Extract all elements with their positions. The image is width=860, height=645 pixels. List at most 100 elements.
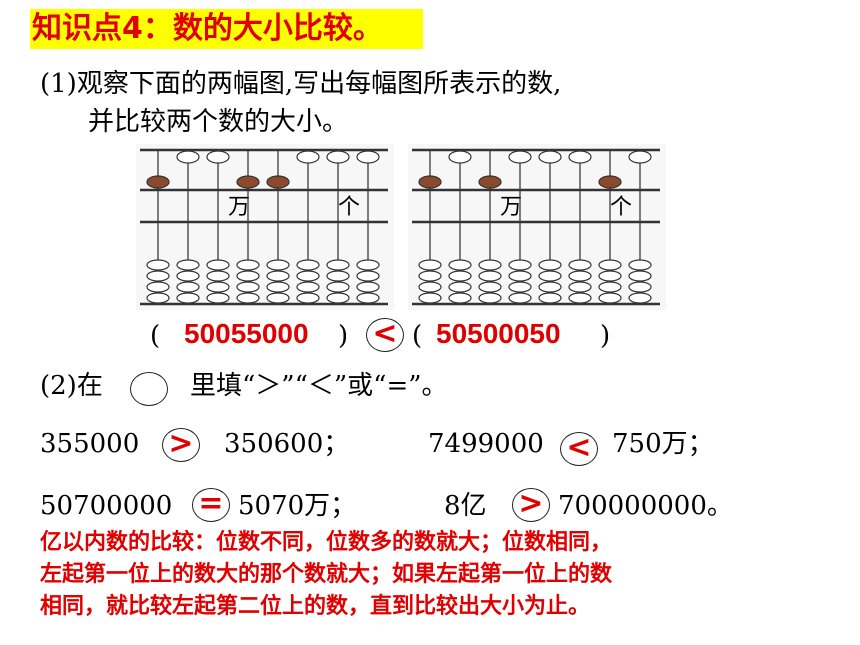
abacus-lower-bead (478, 270, 502, 282)
abacus-upper-bead (508, 150, 532, 164)
q2-item2-circle: < (560, 430, 598, 466)
abacus-lower-bead (266, 270, 290, 282)
abacus-lower-bead (538, 259, 562, 271)
abacus-lower-bead (356, 259, 380, 271)
q2-prompt-prefix: (2)在 (40, 371, 103, 401)
abacus-left-wan-label: 万 (228, 195, 250, 220)
abacus-left: 万 个 (136, 144, 394, 310)
q2-item3-symbol: = (198, 486, 224, 521)
q2-item3-circle: = (192, 486, 230, 522)
abacus-lower-bead (326, 292, 350, 304)
abacus-lower-bead (206, 292, 230, 304)
abacus-lower-bead (146, 292, 170, 304)
q2-item2-symbol: < (566, 430, 592, 465)
abacus-lower-bead (628, 281, 652, 293)
abacus-lower-bead (146, 270, 170, 282)
abacus-lower-bead (296, 281, 320, 293)
abacus-upper-bead-counted (266, 175, 290, 189)
q2-item1-symbol: > (168, 426, 194, 461)
q2-item4-left: 8亿 (444, 491, 487, 521)
abacus-lower-bead (236, 292, 260, 304)
abacus-lower-bead (448, 292, 472, 304)
abacus-lower-bead (266, 281, 290, 293)
abacus-lower-bead (418, 270, 442, 282)
abacus-lower-bead (538, 270, 562, 282)
q2-item4-symbol: > (518, 486, 544, 521)
abacus-right-ge-label: 个 (610, 195, 632, 220)
abacus-lower-bead (206, 270, 230, 282)
abacus-lower-bead (508, 270, 532, 282)
abacus-lower-bead (478, 259, 502, 271)
abacus-lower-bead (448, 270, 472, 282)
abacus-lower-bead (448, 259, 472, 271)
q2-prompt-suffix: 里填“＞”“＜”或“=”。 (190, 371, 448, 401)
abacus-upper-bead (538, 150, 562, 164)
abacus-lower-bead (538, 292, 562, 304)
abacus-lower-bead (326, 270, 350, 282)
abacus-lower-bead (628, 270, 652, 282)
abacus-lower-bead (236, 259, 260, 271)
abacus-upper-bead (628, 150, 652, 164)
q2-item4-circle: > (512, 486, 550, 522)
abacus-upper-bead-counted (236, 175, 260, 189)
abacus-upper-bead (176, 150, 200, 164)
abacus-lower-bead (296, 292, 320, 304)
q2-item2-right: 750万； (612, 429, 714, 459)
abacus-lower-bead (206, 281, 230, 293)
abacus-lower-bead (418, 292, 442, 304)
abacus-lower-bead (236, 270, 260, 282)
abacus-lower-bead (508, 281, 532, 293)
abacus-lower-bead (206, 259, 230, 271)
abacus-lower-bead (598, 270, 622, 282)
q1-open-paren-right: ( (412, 321, 423, 351)
q2-prompt-circle (130, 372, 168, 406)
q1-close-paren-right: ) (600, 321, 611, 351)
abacus-lower-bead (478, 281, 502, 293)
q2-item1-circle: > (162, 426, 200, 462)
q1-close-paren-left: ) (338, 321, 349, 351)
abacus-lower-bead (418, 259, 442, 271)
abacus-lower-bead (146, 281, 170, 293)
abacus-lower-bead (598, 259, 622, 271)
q1-answer-left: 50055000 (184, 318, 309, 349)
abacus-upper-bead (206, 150, 230, 164)
q1-line1: (1)观察下面的两幅图,写出每幅图所表示的数, (40, 69, 562, 99)
abacus-lower-bead (568, 281, 592, 293)
abacus-lower-bead (598, 281, 622, 293)
abacus-upper-bead-counted (478, 175, 502, 189)
abacus-lower-bead (356, 281, 380, 293)
abacus-lower-bead (266, 259, 290, 271)
abacus-lower-bead (598, 292, 622, 304)
abacus-upper-bead (296, 150, 320, 164)
section-title: 知识点4：数的大小比较。 (30, 9, 423, 49)
abacus-lower-bead (176, 292, 200, 304)
abacus-lower-bead (296, 259, 320, 271)
abacus-lower-bead (356, 270, 380, 282)
abacus-lower-bead (176, 259, 200, 271)
abacus-upper-bead-counted (146, 175, 170, 189)
abacus-lower-bead (508, 292, 532, 304)
abacus-upper-bead-counted (598, 175, 622, 189)
q2-item1-right: 350600； (224, 429, 350, 459)
abacus-lower-bead (266, 292, 290, 304)
q2-item4-right: 700000000。 (558, 491, 733, 521)
abacus-lower-bead (418, 281, 442, 293)
abacus-lower-bead (628, 292, 652, 304)
q1-open-paren-left: ( (150, 321, 161, 351)
abacus-lower-bead (326, 281, 350, 293)
abacus-lower-bead (448, 281, 472, 293)
q1-answer-right: 50500050 (436, 318, 561, 349)
abacus-lower-bead (628, 259, 652, 271)
abacus-lower-bead (568, 259, 592, 271)
abacus-lower-bead (568, 292, 592, 304)
abacus-lower-bead (478, 292, 502, 304)
abacus-upper-bead-counted (418, 175, 442, 189)
abacus-lower-bead (296, 270, 320, 282)
abacus-upper-bead (568, 150, 592, 164)
abacus-lower-bead (508, 259, 532, 271)
abacus-upper-bead (326, 150, 350, 164)
abacus-left-ge-label: 个 (338, 195, 360, 220)
abacus-lower-bead (176, 270, 200, 282)
rule-line3: 相同，就比较左起第二位上的数，直到比较出大小为止。 (40, 594, 591, 619)
abacus-right: 万 个 (408, 144, 666, 310)
